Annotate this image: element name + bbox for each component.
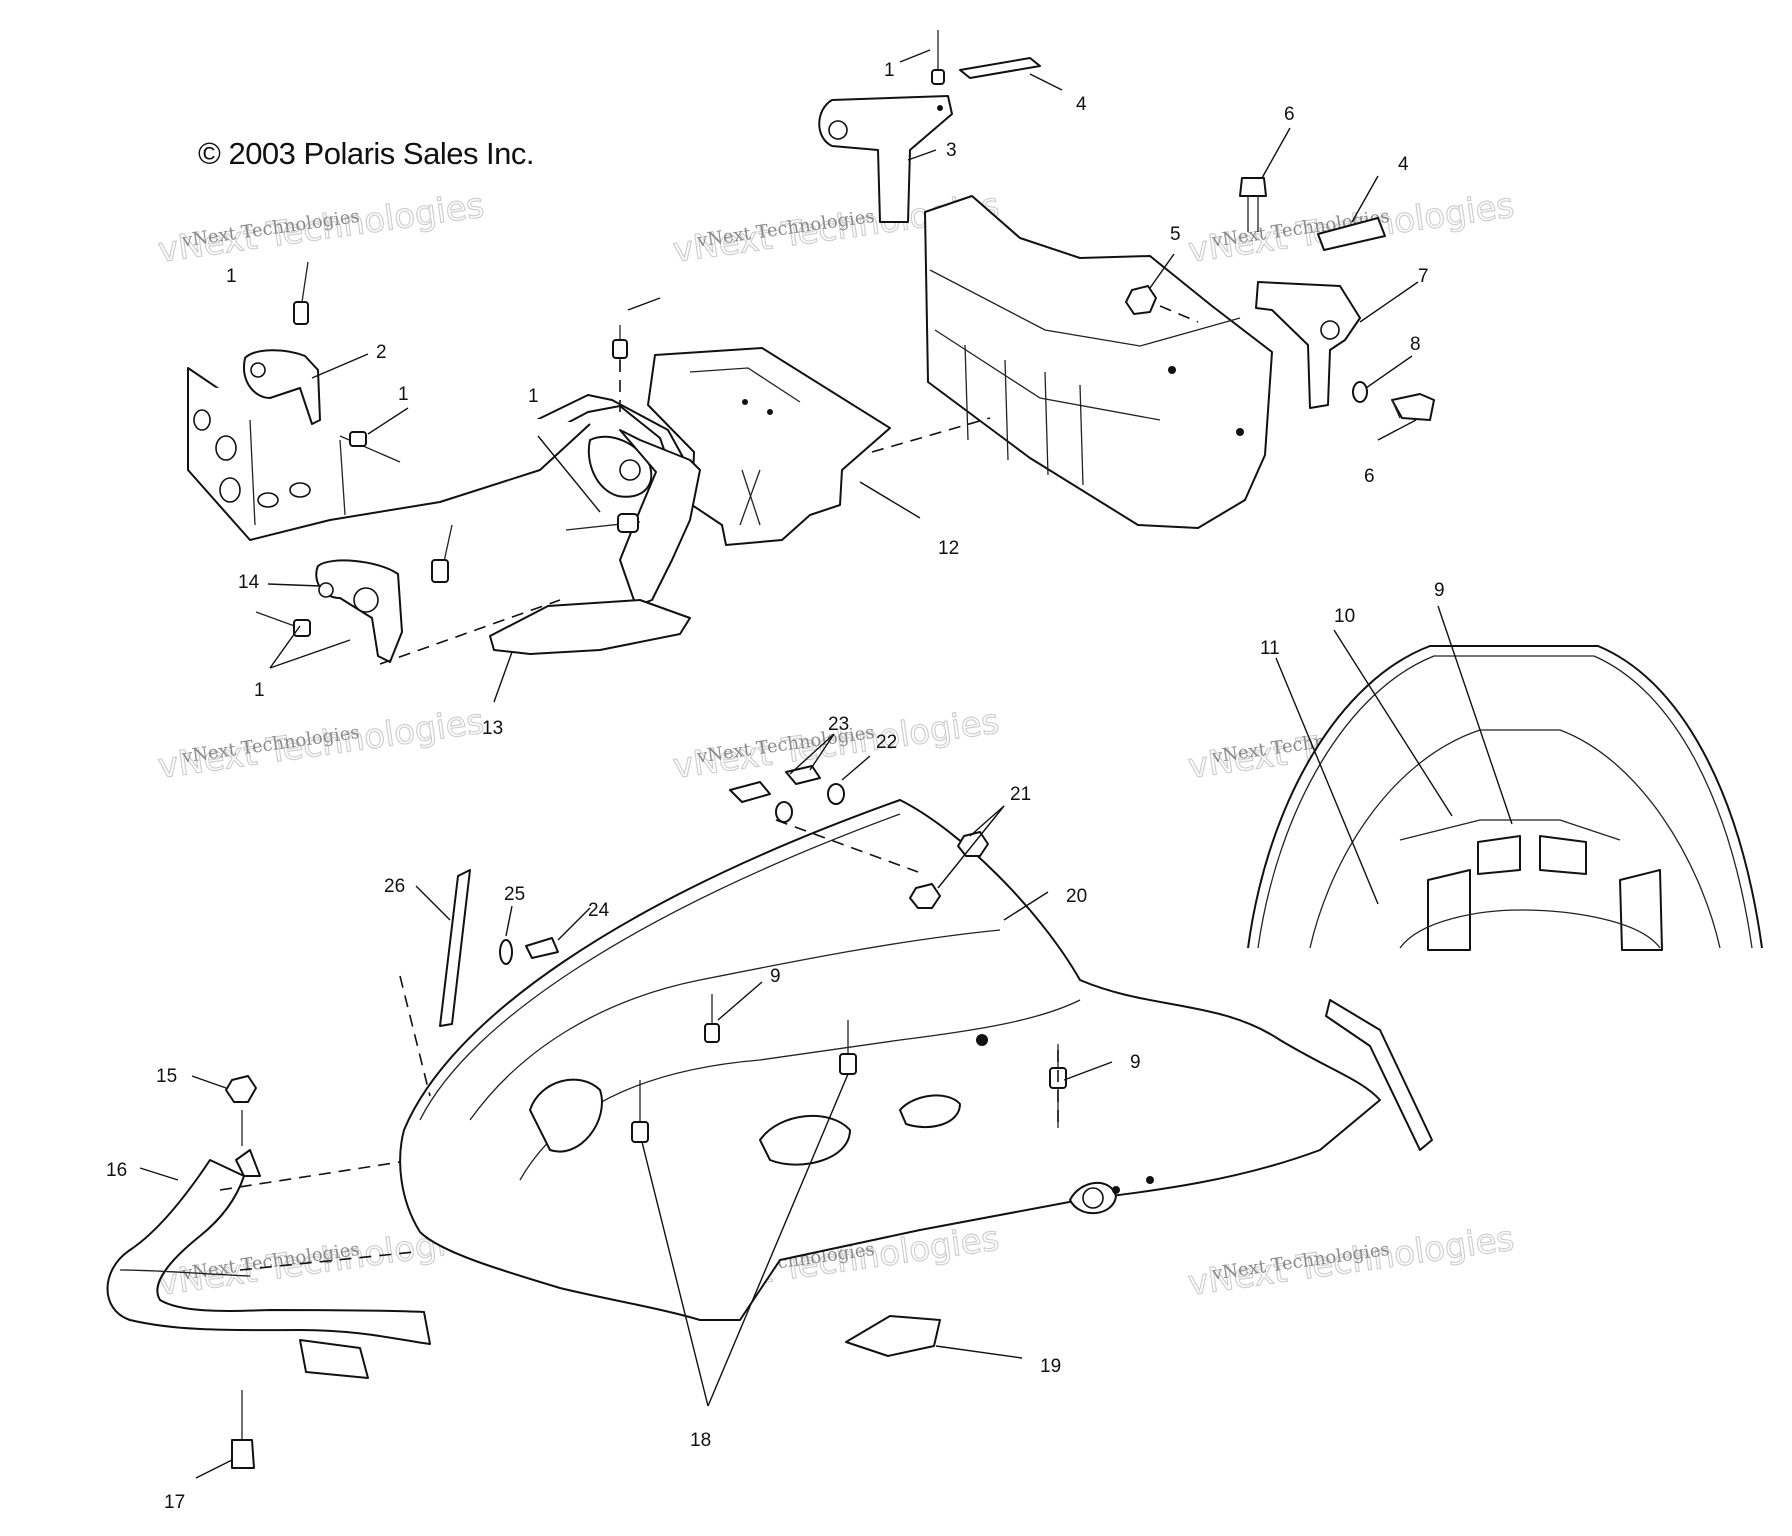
callout-25: 25: [504, 884, 525, 905]
front-bulkhead: [924, 195, 1273, 529]
callout-labels: 1 4 3 6 4 5 7 8 6 1 2 1 1 12 14 1 13 9 1…: [106, 60, 1445, 1513]
callout-18: 18: [690, 1430, 711, 1451]
rivet: [293, 261, 309, 325]
callout-10: 10: [1334, 606, 1355, 627]
part-17-bolt: [231, 1390, 255, 1469]
part-1-rivet: [931, 30, 945, 85]
callout-1: 1: [226, 266, 237, 287]
callout-4: 4: [1076, 94, 1087, 115]
assembly-line: [379, 599, 561, 665]
callout-16: 16: [106, 1160, 127, 1181]
callout-1: 1: [254, 680, 265, 701]
rivet: [704, 994, 720, 1043]
callout-11: 11: [1260, 638, 1280, 659]
part-14-bracket: [315, 559, 403, 663]
callout-1: 1: [528, 386, 539, 407]
callout-2: 2: [376, 342, 387, 363]
callout-21: 21: [1010, 784, 1031, 805]
part-3-bracket: [818, 95, 953, 223]
callout-1: 1: [884, 60, 895, 81]
part-22-washers: [775, 783, 845, 823]
part-8-washer: [1352, 381, 1368, 403]
callout-22: 22: [876, 732, 897, 753]
rivet: [255, 611, 311, 637]
callout-4: 4: [1398, 154, 1409, 175]
part-20-hood: [399, 799, 1433, 1321]
callout-7: 7: [1418, 266, 1429, 287]
callout-24: 24: [588, 900, 610, 921]
rivet: [431, 524, 453, 583]
assembly-line: [775, 819, 919, 873]
rivet: [565, 513, 641, 533]
callout-15: 15: [156, 1066, 177, 1087]
assembly-line: [239, 1251, 415, 1271]
callout-6: 6: [1364, 466, 1375, 487]
part-1-rivets: [255, 261, 641, 637]
assembly-line: [871, 417, 991, 453]
rivet: [631, 1080, 649, 1143]
callout-3: 3: [946, 140, 957, 161]
part-24-bolt: [525, 937, 559, 959]
inset-hood-detail: [1247, 645, 1763, 951]
part-7-bracket: [1255, 281, 1361, 409]
callout-23: 23: [828, 714, 849, 735]
callout-9: 9: [1130, 1052, 1141, 1073]
watermark: vNext Technologies vNext Technologies: [155, 185, 487, 272]
callout-14: 14: [238, 572, 260, 593]
part-2-bracket: [243, 349, 321, 425]
part-5-nut: [1125, 285, 1157, 315]
assembly-line: [219, 1161, 401, 1191]
part-6-bolt: [1239, 177, 1267, 232]
assembly-line: [399, 975, 431, 1097]
part-21-nuts: [909, 831, 989, 909]
callout-17: 17: [164, 1492, 185, 1513]
part-25-washer: [499, 939, 513, 965]
callout-1: 1: [398, 384, 409, 405]
callout-9: 9: [1434, 580, 1445, 601]
callout-12: 12: [938, 538, 959, 559]
part-4-decal: [959, 57, 1041, 79]
copyright-notice: © 2003 Polaris Sales Inc.: [198, 136, 535, 171]
callout-8: 8: [1410, 334, 1421, 355]
part-26-plate: [439, 869, 471, 1027]
part-19-bracket: [845, 1315, 941, 1357]
assembly-line: [1159, 305, 1199, 323]
leader-lines: [139, 49, 1513, 1479]
watermark: vNext Technologies vNext Technologies: [1185, 1218, 1517, 1305]
part-12-housing: [647, 347, 891, 546]
callout-6: 6: [1284, 104, 1295, 125]
part-6-bolt-lower: [1391, 393, 1435, 421]
part-16-bumper: [106, 1149, 431, 1379]
callout-20: 20: [1066, 886, 1087, 907]
callout-19: 19: [1040, 1356, 1061, 1377]
main-frame: [187, 367, 691, 541]
part-15-nut: [225, 1075, 257, 1103]
callout-26: 26: [384, 876, 405, 897]
callout-5: 5: [1170, 224, 1181, 245]
part-4-decal-right: [1317, 217, 1386, 251]
callout-9: 9: [770, 966, 781, 987]
callout-13: 13: [482, 718, 503, 739]
watermark: vNext Technologies vNext Technologies: [155, 701, 487, 788]
part-13-mount: [489, 429, 701, 655]
rivet: [339, 431, 401, 463]
